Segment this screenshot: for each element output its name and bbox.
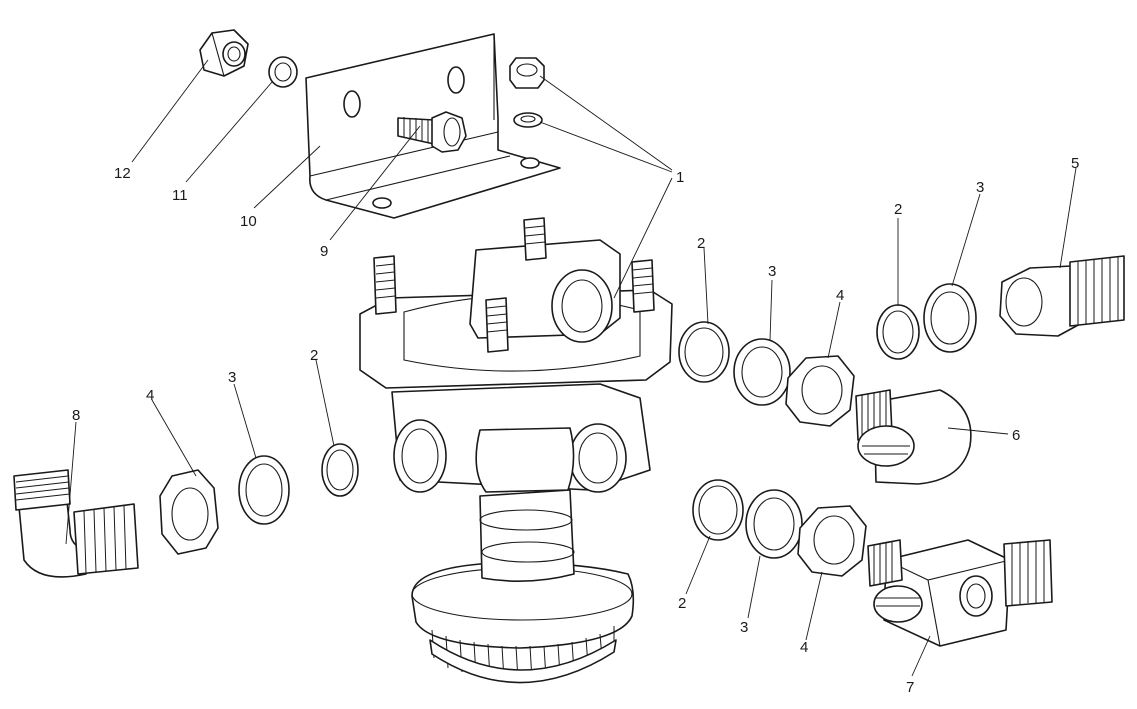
callout-2-left: 2 [310,347,318,364]
callout-4-upper: 4 [836,287,844,304]
part-4-nut-upper [785,355,855,427]
part-3-washer-upper [733,338,791,406]
part-2-washer-right [876,304,920,360]
callout-2-lower: 2 [678,595,686,612]
callout-2-right: 2 [894,201,902,218]
callout-9: 9 [320,243,328,260]
part-2-washer-left [321,443,359,497]
callout-labels: 12 11 10 9 1 2 3 5 2 3 4 6 8 4 3 2 2 3 4… [72,155,1079,696]
callout-2-upper: 2 [697,235,705,252]
callout-12: 12 [114,165,131,182]
callout-7: 7 [906,679,914,696]
callout-4-lower: 4 [800,639,808,656]
part-4-nut-lower [797,505,867,577]
callout-4-left: 4 [146,387,154,404]
callout-8: 8 [72,407,80,424]
part-8-elbow-fitting [13,469,139,578]
part-3-washer-lower [745,489,803,559]
callout-6: 6 [1012,427,1020,444]
part-2-washer-lower [692,479,744,541]
part-5-straight-fitting [999,255,1125,337]
part-3-washer-right [923,283,977,353]
callout-3-lower: 3 [740,619,748,636]
part-9-bolt [397,111,467,153]
callout-10: 10 [240,213,257,230]
callout-3-upper: 3 [768,263,776,280]
callout-5: 5 [1071,155,1079,172]
part-3-washer-left [238,455,290,525]
part-6-elbow-fitting [855,389,972,485]
part-4-nut-left [159,469,219,555]
part-1-small-nut-washer [509,57,545,128]
callout-3-right: 3 [976,179,984,196]
callout-1: 1 [676,169,684,186]
part-11-spring-washer [268,56,298,88]
callout-11: 11 [172,187,188,204]
part-12-hex-nut [199,29,249,77]
valve-body [359,217,673,684]
part-2-washer-upper [678,321,730,383]
callout-3-left: 3 [228,369,236,386]
part-7-tee-fitting [867,539,1053,647]
leader-lines [65,59,1077,677]
